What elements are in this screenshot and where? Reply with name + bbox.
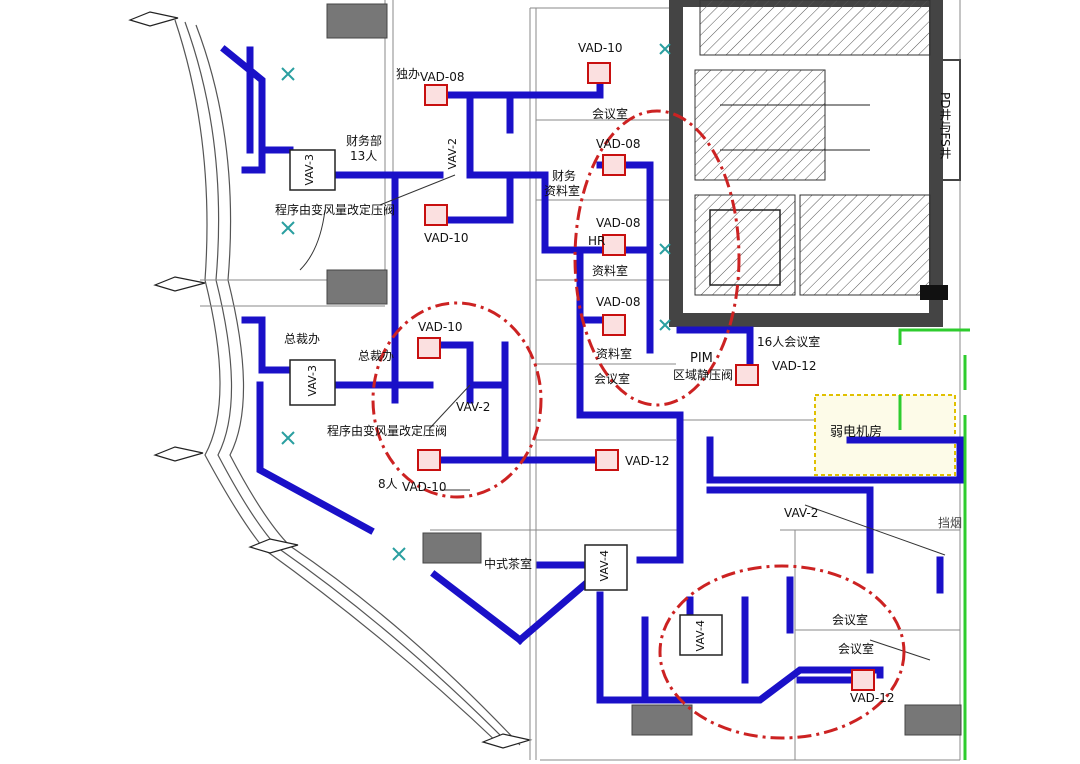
supply-ducts (220, 45, 964, 704)
room-label-static-valve-zone: 区域静压阀 (673, 368, 734, 382)
equip-label-vav2-a: VAV-2 (446, 138, 459, 170)
equip-label-vad08-d: VAD-08 (596, 295, 641, 309)
structural-columns (326, 3, 962, 736)
room-label-chinese-tea: 中式茶室 (484, 557, 533, 571)
room-label-finance: 财务部 (346, 134, 383, 148)
equip-label-vad08-b: VAD-08 (596, 137, 641, 151)
room-label-finance-people: 13人 (350, 149, 378, 163)
highlight-zones (371, 109, 906, 740)
note-pressure-valve-top: 程序由变风量改定压阀 (275, 203, 396, 217)
equip-label-vad12-b: VAD-12 (772, 359, 817, 373)
green-pipes (814, 328, 970, 760)
leader-lines (299, 174, 946, 661)
equip-label-vav4-a: VAV-4 (598, 550, 611, 582)
room-label-meeting-16: 16人会议室 (757, 335, 821, 349)
building-core (669, 0, 961, 327)
equip-label-vad10-c: VAD-10 (418, 320, 463, 334)
equip-label-vad10-top: VAD-10 (578, 41, 623, 55)
note-pressure-valve-mid: 程序由变风量改定压阀 (327, 424, 448, 438)
equip-label-vad10-d: VAD-10 (402, 480, 447, 494)
equip-label-vad12-c: VAD-12 (850, 691, 895, 705)
curved-facade (174, 19, 521, 746)
room-label-president-office: 总裁办 (284, 332, 321, 346)
room-label-meeting-top: 会议室 (592, 107, 629, 121)
equip-label-vav2-c: VAV-2 (784, 506, 819, 520)
equip-label-vad10-b: VAD-10 (424, 231, 469, 245)
room-label-meeting-lower: 会议室 (832, 613, 869, 627)
room-label-hr-archive: 资料室 (592, 264, 629, 278)
room-label-pim: PIM (690, 351, 713, 366)
room-label-archive-2: 资料室 (596, 347, 633, 361)
room-label-block: 挡烟 (938, 516, 963, 530)
equip-label-vav2-b: VAV-2 (456, 400, 491, 414)
vav-boxes (289, 149, 723, 656)
equip-label-vad12-a: VAD-12 (625, 454, 670, 468)
room-label-pd-shaft: PD井与FS井 (938, 92, 952, 159)
equip-label-vad08-a: VAD-08 (420, 70, 465, 84)
equip-label-vad08-c: VAD-08 (596, 216, 641, 230)
room-label-meeting-bottom: 会议室 (838, 642, 875, 656)
vad-terminals (417, 62, 875, 691)
room-label-people-8: 8人 (378, 477, 398, 491)
room-label-president-room: 总裁办 (358, 349, 395, 363)
diffusers (281, 43, 671, 561)
room-label-finance-archive-2: 资料室 (544, 184, 581, 198)
facade-ornaments (128, 11, 533, 749)
equip-label-vav3-mid: VAV-3 (306, 365, 319, 397)
room-label-finance-archive-1: 财务 (552, 169, 577, 183)
equip-label-vav4-b: VAV-4 (694, 620, 707, 652)
equip-label-vav3-top: VAV-3 (303, 154, 316, 186)
room-label-meeting-mid: 会议室 (594, 372, 631, 386)
room-label-hr: HR (588, 234, 606, 248)
room-label-weak-current: 弱电机房 (830, 425, 883, 440)
room-label-independent-office: 独办 (396, 67, 421, 81)
